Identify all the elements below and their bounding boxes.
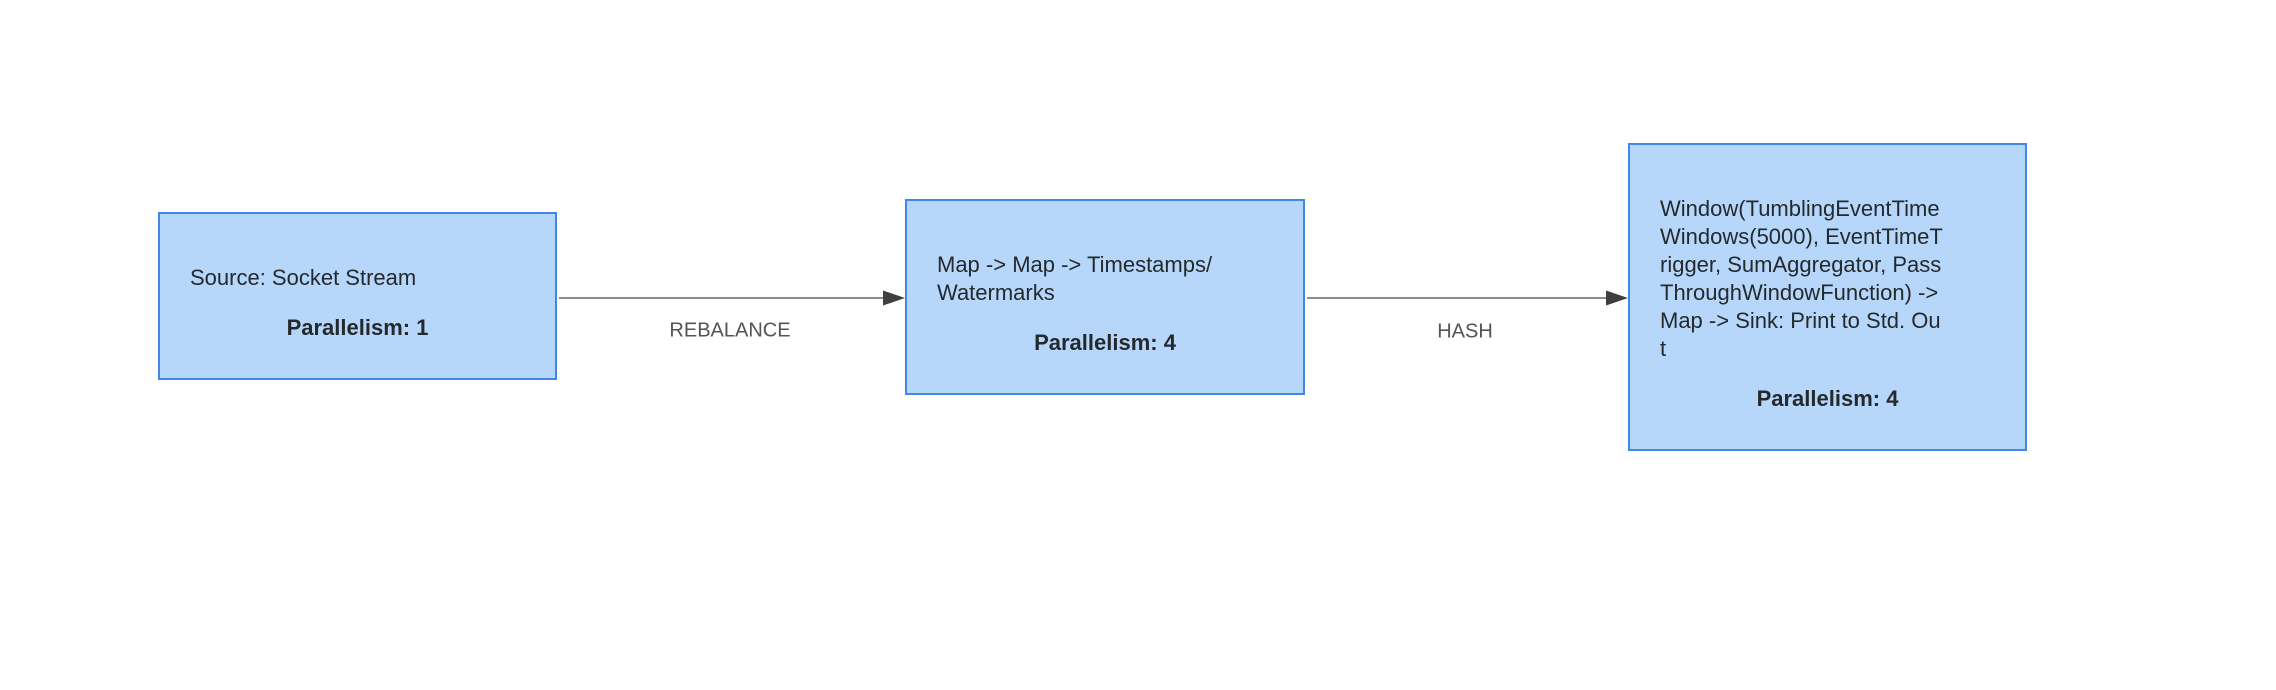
edge-label-hash: HASH <box>1437 320 1493 343</box>
node-name: Map -> Map -> Timestamps/ Watermarks <box>937 252 1213 305</box>
node-parallelism: Parallelism: 4 <box>1756 386 1899 411</box>
node-source-socket-stream: Source: Socket Stream Parallelism: 1 <box>158 212 557 380</box>
edge-label-rebalance: REBALANCE <box>669 319 791 342</box>
node-parallelism: Parallelism: 4 <box>1034 330 1176 355</box>
node-name: Source: Socket Stream <box>190 265 417 290</box>
arrowhead-rebalance-icon <box>883 290 905 306</box>
node-name: Window(TumblingEventTime Windows(5000), … <box>1660 196 1943 361</box>
arrowhead-hash-icon <box>1606 290 1628 306</box>
node-map-timestamps-watermarks: Map -> Map -> Timestamps/ Watermarks Par… <box>905 199 1305 395</box>
node-parallelism: Parallelism: 1 <box>286 315 429 340</box>
node-window-sink: Window(TumblingEventTime Windows(5000), … <box>1628 143 2027 451</box>
